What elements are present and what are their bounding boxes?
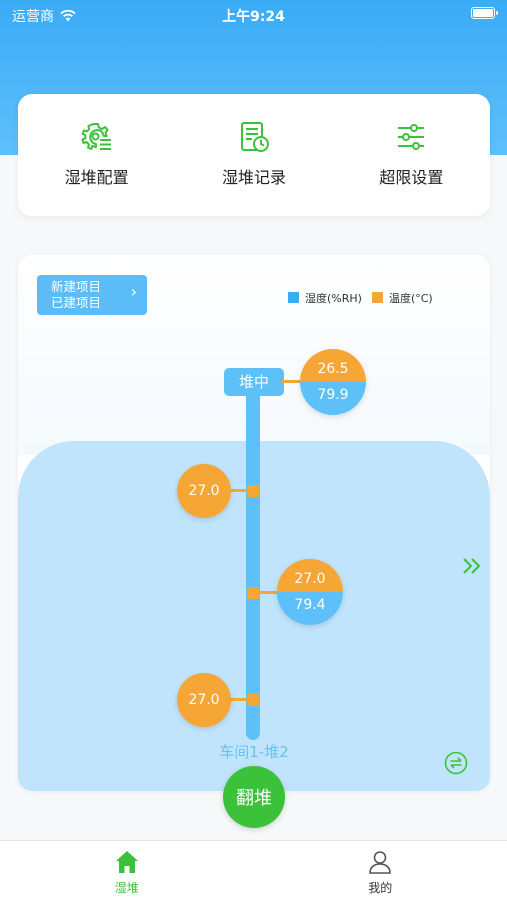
sensor-connector — [282, 380, 302, 383]
sensor-gauge-3[interactable]: 27.0 79.4 — [277, 559, 343, 625]
sensor-gauge-1[interactable]: 26.5 79.9 — [300, 349, 366, 415]
legend-temperature-label: 温度(°C) — [388, 292, 433, 305]
pile-monitor-card: 新建项目 已建项目 › 湿度(%RH) 温度(°C) 堆中 26.5 79.9 … — [18, 255, 490, 791]
sensor-gauge-4[interactable]: 27.0 — [177, 673, 231, 727]
home-icon — [115, 851, 138, 873]
temperature-value: 27.0 — [188, 692, 220, 708]
battery-icon — [471, 7, 498, 19]
double-chevron-right-icon[interactable] — [461, 555, 483, 577]
humidity-value: 79.9 — [300, 382, 366, 415]
menu-label: 湿堆记录 — [221, 168, 286, 187]
carrier-label: 运营商 — [12, 9, 54, 25]
tab-label: 我的 — [368, 881, 393, 895]
turn-pile-button[interactable]: 翻堆 — [223, 766, 285, 828]
sensor-node — [247, 587, 259, 599]
temperature-value: 26.5 — [300, 349, 366, 382]
menu-pile-records[interactable]: 湿堆记录 — [175, 94, 332, 216]
tab-bar: 湿堆 我的 — [0, 840, 507, 900]
status-bar: 运营商 上午9:24 — [0, 0, 507, 28]
temperature-value: 27.0 — [188, 483, 220, 499]
sensor-node — [247, 485, 259, 497]
sensor-connector — [228, 489, 250, 492]
menu-label: 湿堆配置 — [64, 168, 129, 187]
chevron-right-icon: › — [130, 282, 137, 301]
wifi-icon — [60, 10, 76, 22]
user-icon — [369, 851, 392, 874]
tab-mine[interactable]: 我的 — [254, 841, 507, 900]
sliders-icon — [398, 124, 425, 150]
tab-label: 湿堆 — [114, 881, 139, 895]
menu-label: 超限设置 — [379, 168, 444, 187]
probe-pole — [246, 385, 260, 740]
menu-limit-settings[interactable]: 超限设置 — [333, 94, 490, 216]
legend-temperature: 温度(°C) — [371, 290, 433, 306]
menu-pile-config[interactable]: 湿堆配置 — [18, 94, 175, 216]
new-project-label: 新建项目 — [51, 279, 102, 294]
clock: 上午9:24 — [222, 9, 285, 25]
sensor-connector — [256, 591, 280, 594]
sensor-node — [247, 694, 259, 706]
existing-project-label: 已建项目 — [51, 295, 102, 310]
legend-humidity-label: 湿度(%RH) — [305, 292, 362, 305]
project-switch-button[interactable]: 新建项目 已建项目 › — [37, 275, 147, 315]
legend-humidity: 湿度(%RH) — [288, 290, 362, 306]
tab-pile[interactable]: 湿堆 — [0, 841, 254, 900]
humidity-swatch — [288, 292, 299, 303]
pole-tag: 堆中 — [224, 368, 284, 396]
gear-list-icon — [81, 123, 111, 150]
sensor-gauge-2[interactable]: 27.0 — [177, 464, 231, 518]
sensor-connector — [228, 698, 250, 701]
swap-icon[interactable] — [444, 751, 468, 775]
function-menu: 湿堆配置 湿堆记录 超限设置 — [18, 94, 490, 216]
carrier-info: 运营商 — [12, 6, 76, 26]
record-clock-icon — [240, 122, 269, 152]
pile-name: 车间1-堆2 — [219, 743, 289, 761]
legend: 湿度(%RH) 温度(°C) — [288, 290, 433, 306]
temperature-swatch — [371, 292, 383, 303]
